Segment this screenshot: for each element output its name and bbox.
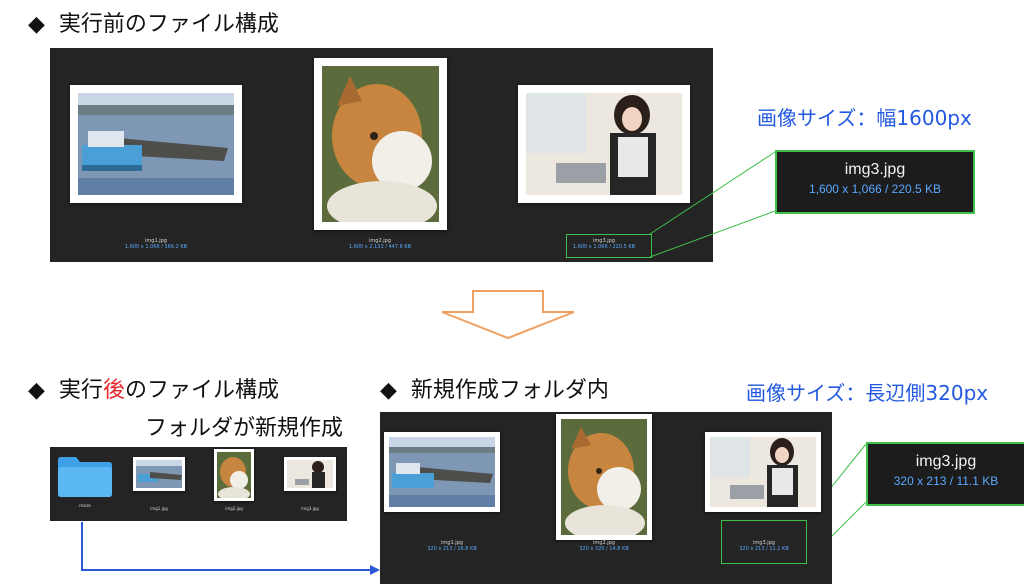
file-caption-img1: img1.jpg 1,600 x 1,066 / 566.2 KB [106,238,206,251]
file-thumbnail-img1[interactable] [384,432,500,512]
file-caption-img2: img2.jpg 320 x 320 / 14.8 KB [564,540,644,553]
file-name: img2.jpg [369,238,391,244]
after-file-panel: resize img1.jpg img2.jpg img3.jpg [50,447,347,521]
file-name: img3.jpg [753,540,775,546]
folder-name: resize [79,503,91,508]
new-folder-info-callout: img3.jpg 320 x 213 / 11.1 KB [866,442,1024,506]
new-folder-file-panel: img1.jpg 320 x 213 / 16.8 KB img2.jpg 32… [380,412,832,584]
file-thumbnail-img2[interactable] [214,449,254,501]
folder-label: resize [60,503,110,509]
photo-cat-image [322,66,439,222]
photo-boat-image [389,437,495,507]
photo-boat-image [136,460,182,488]
photo-cat-image [217,452,251,498]
file-name: img2.jpg [593,540,615,546]
bullet-icon: ◆ [28,12,45,37]
before-file-panel: img1.jpg 1,600 x 1,066 / 566.2 KB img2.j… [50,48,713,262]
down-arrow-icon [441,290,575,340]
callout-file-meta: 1,600 x 1,066 / 220.5 KB [808,182,942,196]
file-caption-img3: img3.jpg 320 x 213 / 11.1 KB [724,540,804,553]
file-thumbnail-img3[interactable] [518,85,690,203]
file-name: img1.jpg [145,238,167,244]
file-meta: 320 x 320 / 14.8 KB [579,545,629,552]
file-meta: 320 x 213 / 16.8 KB [427,545,477,552]
new-folder-heading: ◆ 新規作成フォルダ内 [380,380,609,402]
file-caption-img2: img2.jpg [209,506,259,512]
bullet-icon: ◆ [28,378,45,403]
photo-boat-image [78,93,234,195]
callout-file-name: img3.jpg [915,453,977,470]
file-caption-img1: img1.jpg [134,506,184,512]
file-name: img3.jpg [301,506,319,511]
photo-woman-image [710,437,816,507]
bullet-icon: ◆ [380,378,397,403]
file-meta: 1,600 x 1,066 / 220.5 KB [572,243,636,250]
file-thumbnail-img3[interactable] [705,432,821,512]
file-name: img3.jpg [593,238,615,244]
after-heading-suffix: のファイル構成 [124,378,279,403]
before-info-callout: img3.jpg 1,600 x 1,066 / 220.5 KB [775,150,975,214]
file-thumbnail-img2[interactable] [314,58,447,230]
file-thumbnail-img1[interactable] [133,457,185,491]
before-heading: ◆ 実行前のファイル構成 [28,14,279,36]
file-thumbnail-img2[interactable] [556,414,652,540]
before-size-note: 画像サイズ：幅1600px [757,106,972,130]
highlight-box [566,234,652,258]
highlight-box [721,520,807,564]
folder-created-note: フォルダが新規作成 [145,416,344,441]
before-heading-text: 実行前のファイル構成 [58,12,279,37]
file-meta: 1,600 x 1,066 / 566.2 KB [124,243,188,250]
after-heading-highlight: 後 [102,378,125,403]
callout-file-name: img3.jpg [844,161,906,178]
photo-woman-image [287,460,333,488]
file-meta: 1,600 x 2,133 / 447.6 KB [348,243,412,250]
folder-icon[interactable] [56,454,114,498]
after-heading-prefix: 実行 [58,378,103,403]
file-caption-img2: img2.jpg 1,600 x 2,133 / 447.6 KB [330,238,430,251]
file-meta: 320 x 213 / 11.1 KB [739,545,789,552]
after-heading: ◆ 実行後のファイル構成 [28,380,279,402]
callout-file-meta: 320 x 213 / 11.1 KB [893,474,999,488]
file-thumbnail-img1[interactable] [70,85,242,203]
file-thumbnail-img3[interactable] [284,457,336,491]
file-name: img2.jpg [225,506,243,511]
new-folder-size-note: 画像サイズ：長辺側320px [746,381,989,405]
folder-to-contents-arrow [81,522,380,575]
photo-woman-image [526,93,682,195]
file-caption-img1: img1.jpg 320 x 213 / 16.8 KB [412,540,492,553]
photo-cat-image [561,419,647,535]
file-name: img1.jpg [150,506,168,511]
new-folder-heading-text: 新規作成フォルダ内 [410,378,609,403]
file-caption-img3: img3.jpg [285,506,335,512]
file-caption-img3: img3.jpg 1,600 x 1,066 / 220.5 KB [554,238,654,251]
file-name: img1.jpg [441,540,463,546]
